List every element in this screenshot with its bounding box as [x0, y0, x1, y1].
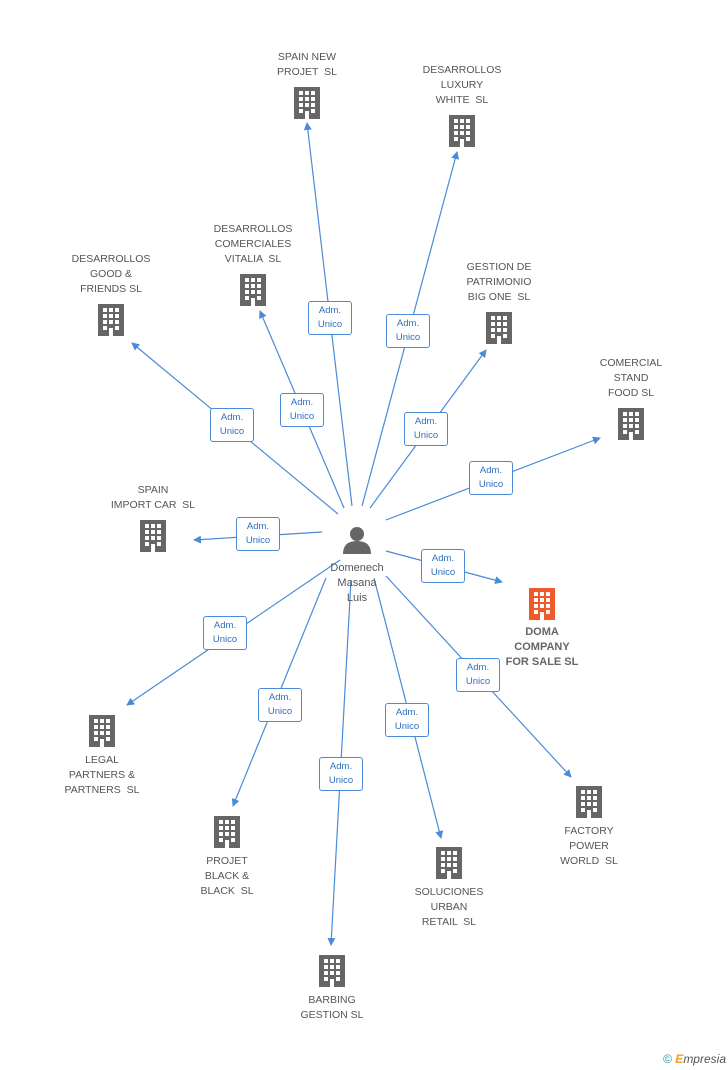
- relation-role-badge: Adm.Unico: [319, 757, 363, 791]
- relation-role-badge: Adm.Unico: [386, 314, 430, 348]
- building-icon[interactable]: [214, 816, 240, 848]
- building-icon[interactable]: [98, 304, 124, 336]
- company-name[interactable]: PROJET BLACK & BLACK SL: [200, 855, 254, 897]
- relation-role-badge: Adm.Unico: [210, 408, 254, 442]
- company-name[interactable]: FACTORY POWER WORLD SL: [560, 825, 618, 867]
- company-name[interactable]: LEGAL PARTNERS & PARTNERS SL: [64, 754, 140, 796]
- company-name[interactable]: COMERCIAL STAND FOOD SL: [599, 357, 663, 399]
- footer-brand: © Empresia: [663, 1052, 726, 1066]
- company-name[interactable]: DESARROLLOS LUXURY WHITE SL: [422, 64, 502, 106]
- relation-role-badge: Adm.Unico: [421, 549, 465, 583]
- copyright-symbol: ©: [663, 1052, 672, 1066]
- relation-role-badge: Adm.Unico: [469, 461, 513, 495]
- building-icon[interactable]: [486, 312, 512, 344]
- relation-role-badge: Adm.Unico: [236, 517, 280, 551]
- company-name[interactable]: SPAIN NEW PROJET SL: [277, 51, 337, 78]
- relation-role-badge: Adm.Unico: [203, 616, 247, 650]
- company-name[interactable]: BARBING GESTION SL: [300, 994, 364, 1021]
- company-name[interactable]: GESTION DE PATRIMONIO BIG ONE SL: [466, 261, 532, 303]
- building-icon[interactable]: [140, 520, 166, 552]
- brand-logo: Empresia: [675, 1052, 726, 1066]
- building-icon[interactable]: [529, 588, 555, 620]
- building-icon[interactable]: [436, 847, 462, 879]
- company-name[interactable]: DESARROLLOS GOOD & FRIENDS SL: [71, 253, 151, 295]
- relation-role-badge: Adm.Unico: [404, 412, 448, 446]
- company-name[interactable]: SPAIN IMPORT CAR SL: [110, 484, 196, 511]
- relation-role-badge: Adm.Unico: [308, 301, 352, 335]
- person-name[interactable]: Domenech Masana Luis: [330, 562, 384, 604]
- company-name[interactable]: SOLUCIONES URBAN RETAIL SL: [414, 886, 484, 928]
- relation-role-badge: Adm.Unico: [258, 688, 302, 722]
- building-icon[interactable]: [294, 87, 320, 119]
- building-icon[interactable]: [618, 408, 644, 440]
- building-icon[interactable]: [89, 715, 115, 747]
- relation-role-badge: Adm.Unico: [280, 393, 324, 427]
- relation-role-badge: Adm.Unico: [385, 703, 429, 737]
- company-name[interactable]: DESARROLLOS COMERCIALES VITALIA SL: [213, 223, 293, 265]
- building-icon[interactable]: [576, 786, 602, 818]
- relation-role-badge: Adm.Unico: [456, 658, 500, 692]
- company-name[interactable]: DOMA COMPANY FOR SALE SL: [505, 626, 579, 668]
- building-icon[interactable]: [319, 955, 345, 987]
- person-icon[interactable]: [343, 527, 371, 554]
- building-icon[interactable]: [240, 274, 266, 306]
- building-icon[interactable]: [449, 115, 475, 147]
